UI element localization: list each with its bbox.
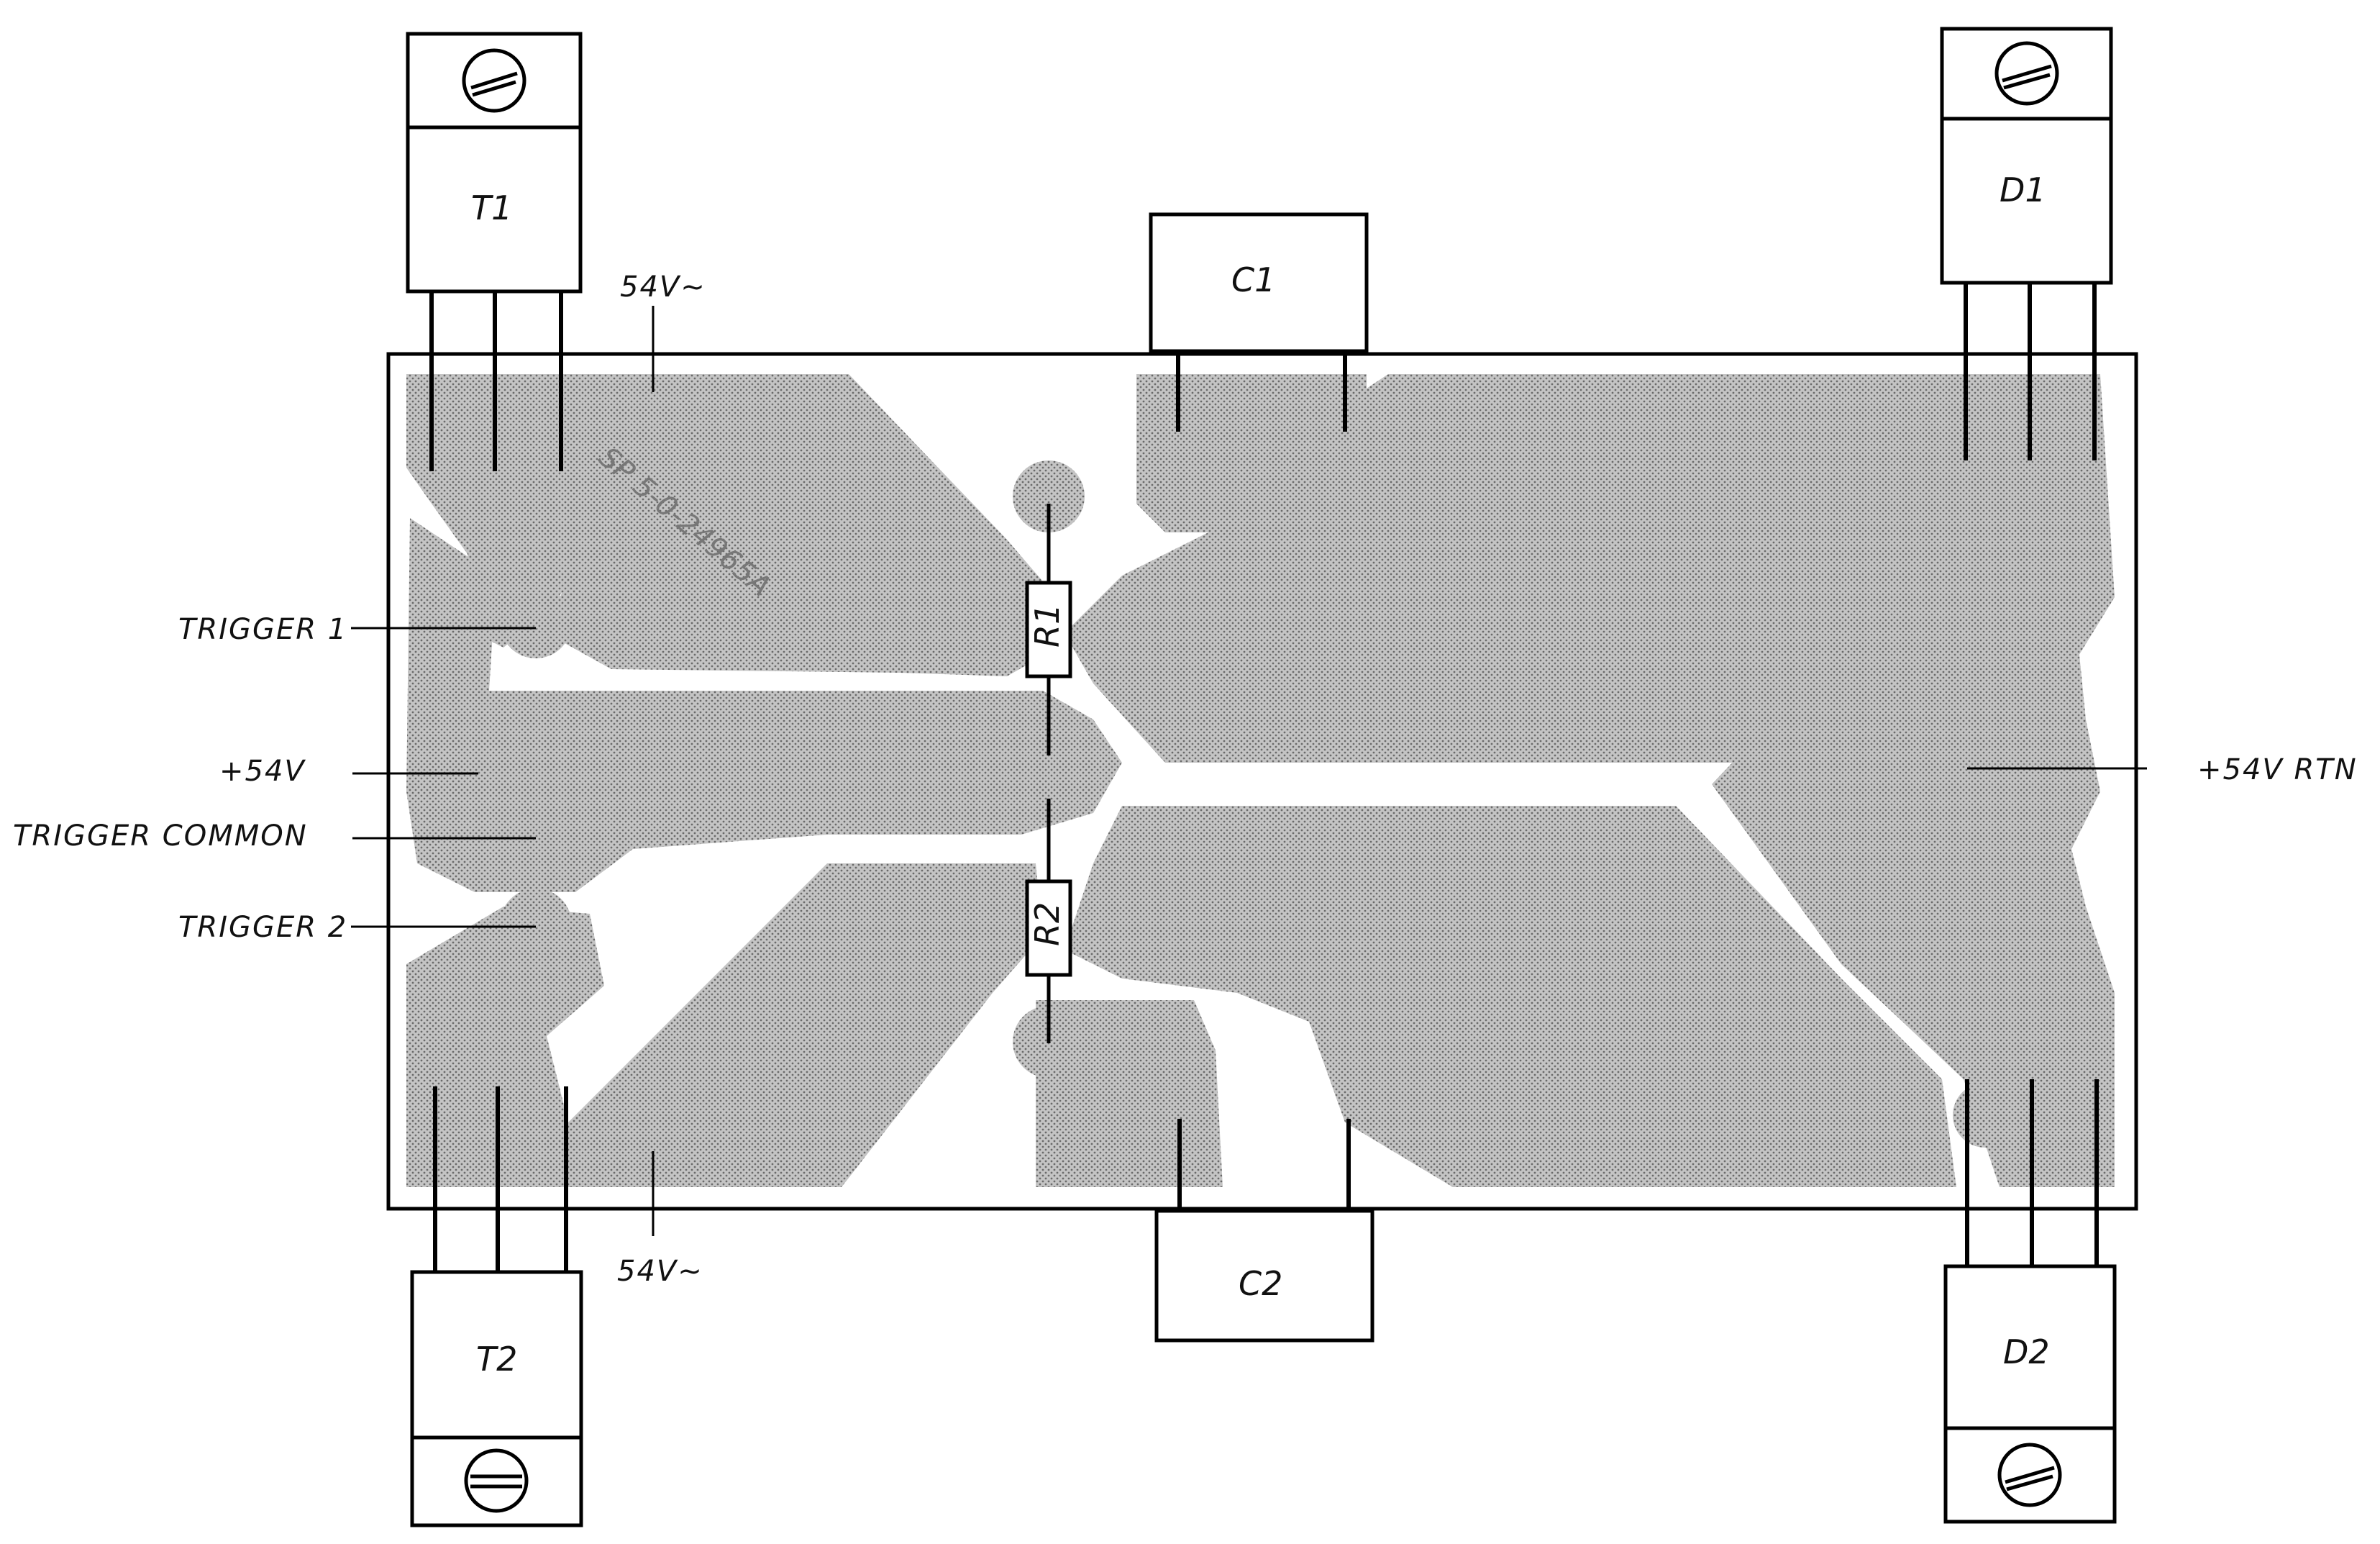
copper-pour-regions	[406, 374, 2115, 1187]
c1-label: C1	[1231, 260, 1275, 299]
trigger-2-text: TRIGGER 2	[178, 911, 347, 944]
c2-label: C2	[1239, 1264, 1282, 1303]
capacitor-c1: C1	[1149, 212, 1369, 432]
ac-top-text: 54V~	[620, 271, 706, 304]
copper-top-left-pour	[547, 374, 1057, 676]
label-trigger-2: TRIGGER 2	[178, 911, 536, 944]
trigger-common-text: TRIGGER COMMON	[13, 819, 308, 853]
t2-label: T2	[476, 1340, 517, 1379]
copper-left-region	[406, 374, 597, 648]
resistor-r2: R2	[1025, 799, 1072, 1043]
label-plus-54v: +54V	[219, 755, 478, 788]
plus-54v-rtn-text: +54V RTN	[2197, 753, 2358, 786]
capacitor-c2: C2	[1154, 1119, 1374, 1343]
label-trigger-1: TRIGGER 1	[178, 613, 536, 646]
transistor-t1: T1	[406, 32, 583, 471]
copper-bottom-right-pour	[1064, 806, 1956, 1187]
diode-d2: D2	[1943, 1079, 2117, 1524]
screw-icon	[464, 1448, 529, 1513]
d1-label: D1	[2000, 171, 2046, 209]
copper-plus54v-rtn-region	[1712, 417, 2115, 1187]
t1-label: T1	[471, 189, 512, 227]
resistor-r1: R1	[1025, 504, 1072, 755]
copper-plus54v-bus	[406, 518, 1122, 892]
plus-54v-text: +54V	[219, 755, 306, 788]
label-ac-bottom: 54V~	[617, 1151, 703, 1288]
d2-label: D2	[2003, 1332, 2050, 1371]
r1-label: R1	[1028, 604, 1067, 648]
trigger-1-text: TRIGGER 1	[178, 613, 347, 646]
label-ac-top: 54V~	[620, 271, 706, 392]
copper-c1-pads	[1136, 374, 1367, 532]
transistor-t2: T2	[410, 1086, 583, 1527]
diode-d1: D1	[1940, 27, 2113, 460]
label-plus-54v-rtn: +54V RTN	[1967, 753, 2358, 786]
label-trigger-common: TRIGGER COMMON	[13, 819, 536, 853]
ac-bottom-text: 54V~	[617, 1255, 703, 1288]
r2-label: R2	[1028, 902, 1067, 946]
